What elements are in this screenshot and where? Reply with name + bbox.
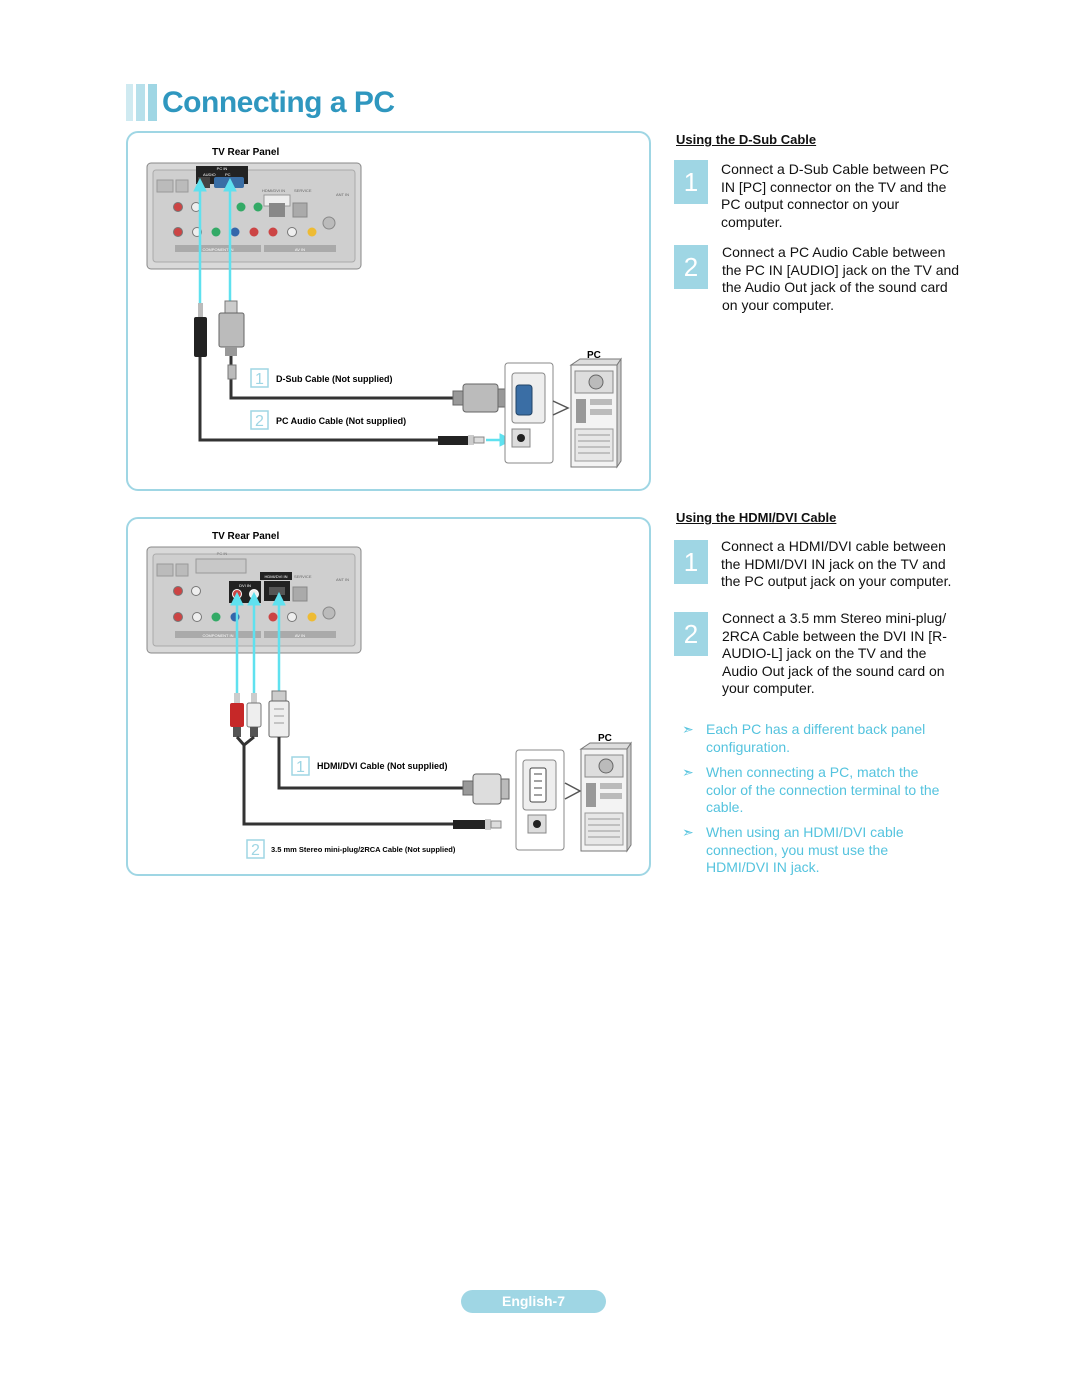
hdmi-dvi-in-block xyxy=(260,572,292,580)
tv-rear-panel-label: TV Rear Panel xyxy=(212,147,279,158)
component-in-label: COMPONENT IN xyxy=(202,633,233,638)
cable-1-badge: 1 xyxy=(250,368,269,388)
tv-rear-panel-label: TV Rear Panel xyxy=(212,531,279,542)
pc-tower xyxy=(579,741,632,853)
dsub-section-heading: Using the D-Sub Cable xyxy=(676,132,817,147)
svg-text:1: 1 xyxy=(255,371,264,388)
pc-label-small: PC xyxy=(225,172,231,177)
av-in-label: AV IN xyxy=(295,247,305,252)
hdmi-dvi-cable xyxy=(277,737,463,790)
audio-cable xyxy=(198,357,438,442)
note-arrow-icon: ➣ xyxy=(682,824,694,840)
svg-text:1: 1 xyxy=(296,759,305,776)
page-title: Connecting a PC xyxy=(162,86,395,119)
cable-2-label: 3.5 mm Stereo mini-plug/2RCA Cable (Not … xyxy=(271,845,456,854)
audio-plug xyxy=(194,303,207,357)
cable-2-label: PC Audio Cable (Not supplied) xyxy=(276,416,406,426)
cable-2-badge: 2 xyxy=(246,839,265,859)
dsub-plug-pc xyxy=(452,383,507,413)
svg-text:2: 2 xyxy=(255,413,264,430)
hdmi-section-heading: Using the HDMI/DVI Cable xyxy=(676,510,837,525)
note-3: ➣ When using an HDMI/DVI cable connectio… xyxy=(682,824,952,878)
component-in-label: COMPONENT IN xyxy=(202,247,233,252)
dvi-plug-pc xyxy=(462,773,510,805)
pc-back-panel xyxy=(515,749,565,851)
cable-1-label: HDMI/DVI Cable (Not supplied) xyxy=(317,761,448,771)
pc-pointer xyxy=(564,782,582,800)
note-arrow-icon: ➣ xyxy=(682,721,694,737)
pc-in-label: PC IN xyxy=(217,166,228,171)
svg-text:2: 2 xyxy=(251,842,260,859)
hdmi-dvi-in-label: HDMI/DVI IN xyxy=(264,574,287,579)
hdmi-plug-tv xyxy=(268,690,290,738)
ant-in-label: ANT IN xyxy=(336,192,349,197)
hdmi-step-2-text: Connect a 3.5 mm Stereo mini-plug/ 2RCA … xyxy=(722,610,947,696)
note-2-text: When connecting a PC, match the color of… xyxy=(706,764,940,815)
tv-rear-panel: PC IN AUDIO PC HDMI/DVI IN SERVICE ANT I… xyxy=(146,162,362,270)
cable-2-badge: 2 xyxy=(250,410,269,430)
cable-ferrite xyxy=(227,364,237,380)
page-number-badge: English-7 xyxy=(461,1290,606,1313)
dsub-step-1-number: 1 xyxy=(674,160,708,204)
audio-plug-pc xyxy=(453,819,502,830)
service-label: SERVICE xyxy=(294,188,312,193)
pc-back-panel xyxy=(504,362,554,464)
hdmi-step-2-number: 2 xyxy=(674,612,708,656)
audio-label: AUDIO xyxy=(203,172,216,177)
audio-cable xyxy=(242,745,453,826)
note-1-text: Each PC has a different back panel confi… xyxy=(706,721,926,755)
note-1: ➣ Each PC has a different back panel con… xyxy=(682,721,952,757)
note-2: ➣ When connecting a PC, match the color … xyxy=(682,764,952,818)
pc-tower xyxy=(569,357,622,469)
cable-1-badge: 1 xyxy=(291,756,310,776)
pc-label: PC xyxy=(598,733,612,744)
page-number: English-7 xyxy=(501,1293,565,1309)
dsub-connector xyxy=(218,300,245,356)
hdmi-step-1-number: 1 xyxy=(674,540,708,584)
rca-plug-white xyxy=(246,693,262,737)
dsub-step-1-text: Connect a D-Sub Cable between PC IN [PC]… xyxy=(721,161,950,230)
dsub-step-2-number: 2 xyxy=(674,245,708,289)
audio-plug-pc xyxy=(438,435,485,445)
hdmi-diagram-panel: TV Rear Panel PC IN HDMI/DVI IN SERVICE … xyxy=(126,517,651,876)
rca-plug-red xyxy=(230,693,244,737)
pc-pointer xyxy=(552,400,570,416)
service-label: SERVICE xyxy=(294,574,312,579)
note-3-text: When using an HDMI/DVI cable connection,… xyxy=(706,824,904,875)
av-in-label: AV IN xyxy=(295,633,305,638)
dsub-step-2-text: Connect a PC Audio Cable between the PC … xyxy=(722,244,960,313)
hdmi-step-1-text: Connect a HDMI/DVI cable between the HDM… xyxy=(721,538,952,589)
dvi-in-label: DVI IN xyxy=(239,583,251,588)
pc-label: PC xyxy=(587,350,601,361)
ant-in-label: ANT IN xyxy=(336,577,349,582)
hdmi-diagram: TV Rear Panel PC IN HDMI/DVI IN SERVICE … xyxy=(146,531,632,859)
pc-in-label: PC IN xyxy=(217,551,228,556)
dsub-diagram: TV Rear Panel PC IN AUDIO PC HDMI/DVI IN… xyxy=(146,147,622,469)
note-arrow-icon: ➣ xyxy=(682,764,694,780)
dsub-diagram-panel: TV Rear Panel PC IN AUDIO PC HDMI/DVI IN… xyxy=(126,131,651,491)
cable-1-label: D-Sub Cable (Not supplied) xyxy=(276,374,393,384)
hdmi-dvi-in-label: HDMI/DVI IN xyxy=(262,188,285,193)
